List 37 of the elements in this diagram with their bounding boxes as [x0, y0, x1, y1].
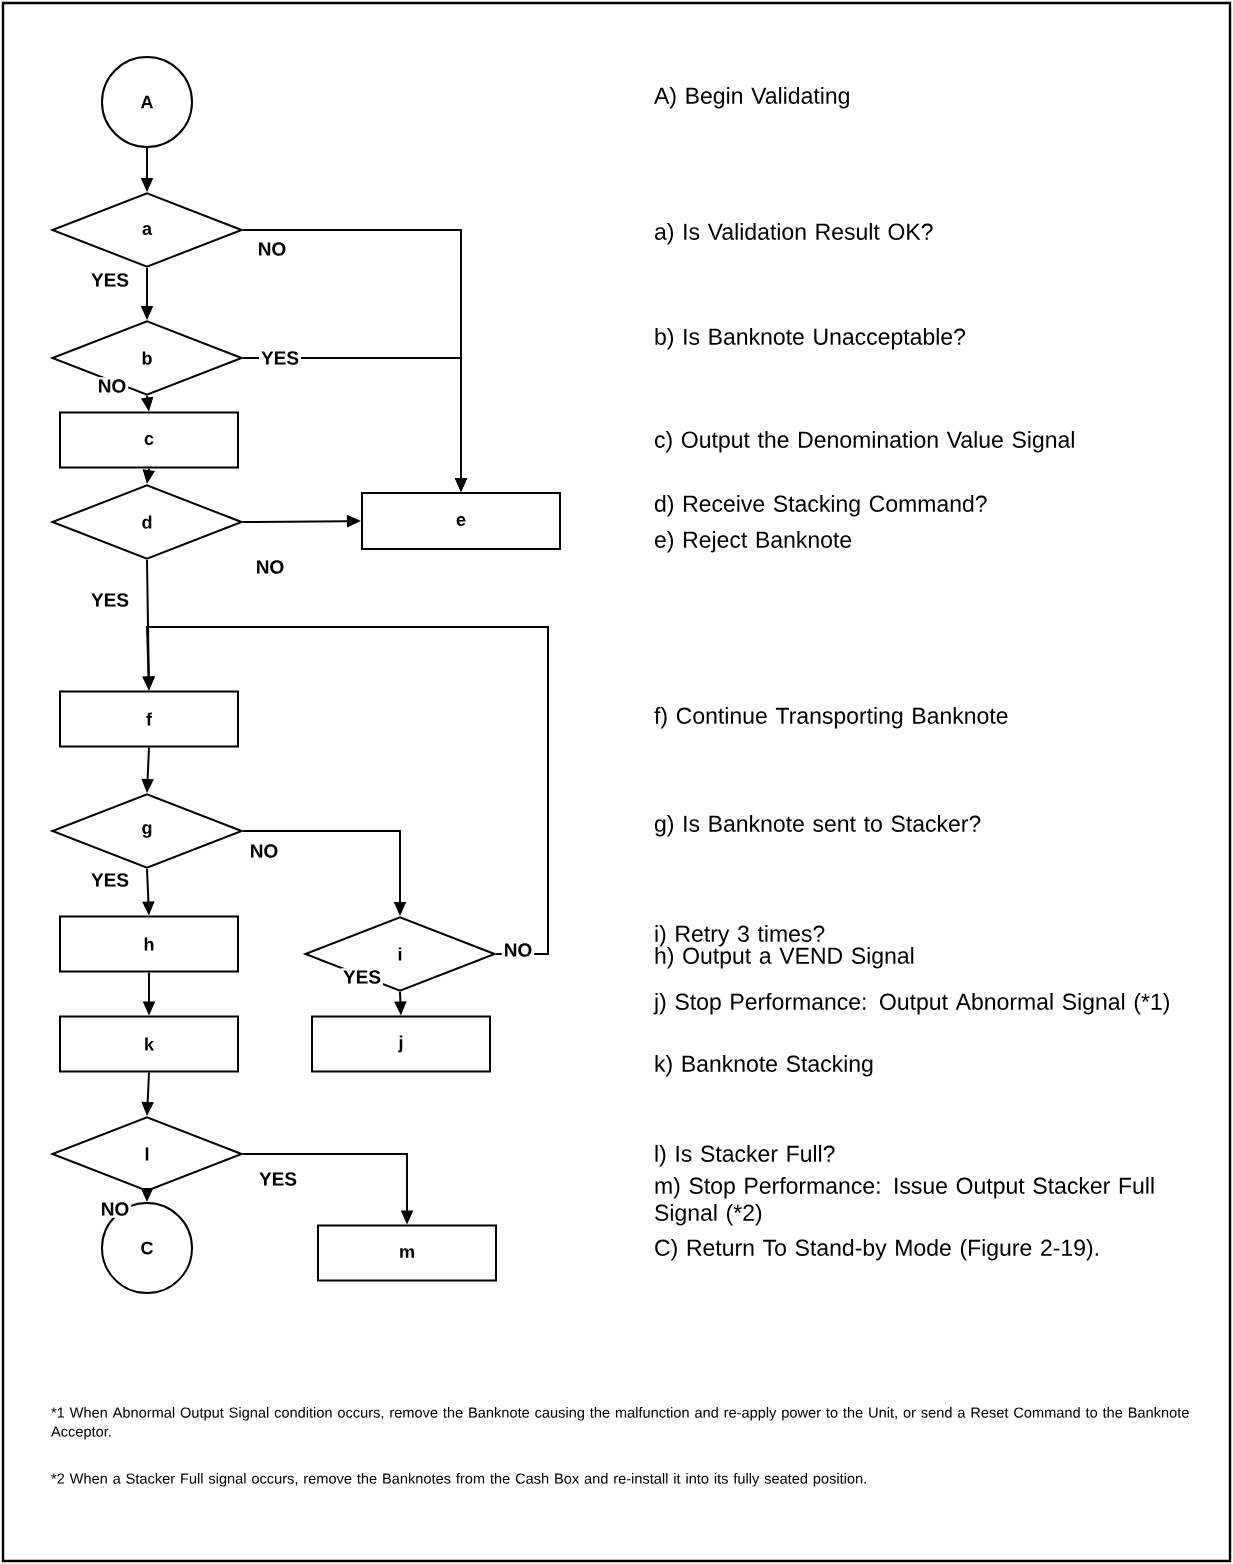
step-description: c) Output the Denomination Value Signal [655, 431, 1074, 453]
step-description: a) Is Validation Result OK? [655, 223, 933, 245]
process-box: m [317, 1224, 497, 1282]
edge-label: NO [98, 1200, 132, 1218]
process-box: j [311, 1015, 491, 1073]
step-description: e) Reject Banknote [655, 531, 852, 553]
step-description: m) Stop Performance: Issue Output Stacker Full Signal (*2) [655, 1177, 1154, 1226]
arrow [142, 626, 549, 955]
step-description: d) Receive Stacking Command? [655, 495, 987, 517]
step-description: C) Return To Stand-by Mode (Figure 2-19). [655, 1239, 1098, 1261]
step-description: j) Stop Performance: Output Abnormal Signal (*1) [653, 993, 1169, 1015]
process-box: h [59, 915, 239, 973]
edge-label: YES [257, 1170, 299, 1188]
edge-label: NO [95, 377, 129, 395]
step-description: k) Banknote Stacking [655, 1055, 873, 1077]
edge-label: NO [501, 941, 535, 959]
edge-label: NO [247, 842, 281, 860]
step-description: i) Retry 3 times? [655, 925, 825, 947]
edge-label: NO [253, 558, 287, 576]
step-description: f) Continue Transporting Banknote [654, 707, 1008, 729]
step-description: b) Is Banknote Unacceptable? [655, 328, 966, 350]
edge-label: YES [89, 271, 131, 289]
edge-label: YES [89, 591, 131, 609]
step-description: A) Begin Validating [654, 87, 849, 109]
process-box: f [59, 690, 239, 748]
edge-label: YES [341, 968, 383, 986]
footnote: *2 When a Stacker Full signal occurs, remove the Banknotes from the Cash Box and re-install it into its fully seated position. [51, 1473, 866, 1487]
step-description: g) Is Banknote sent to Stacker? [655, 815, 981, 837]
step-description: h) Output a VEND Signal [655, 947, 914, 969]
footnote: *1 When Abnormal Output Signal condition occurs, remove the Banknote causing the malfunction and re-apply power to the Unit, or send a Reset Command to the Banknote Acceptor. [51, 1407, 1189, 1440]
edge-label: NO [255, 240, 289, 258]
process-box: c [59, 411, 239, 469]
process-box: k [59, 1015, 239, 1073]
process-box: e [361, 492, 561, 550]
edge-label: YES [89, 871, 131, 889]
step-description: l) Is Stacker Full? [655, 1145, 835, 1167]
edge-label: YES [259, 349, 301, 367]
